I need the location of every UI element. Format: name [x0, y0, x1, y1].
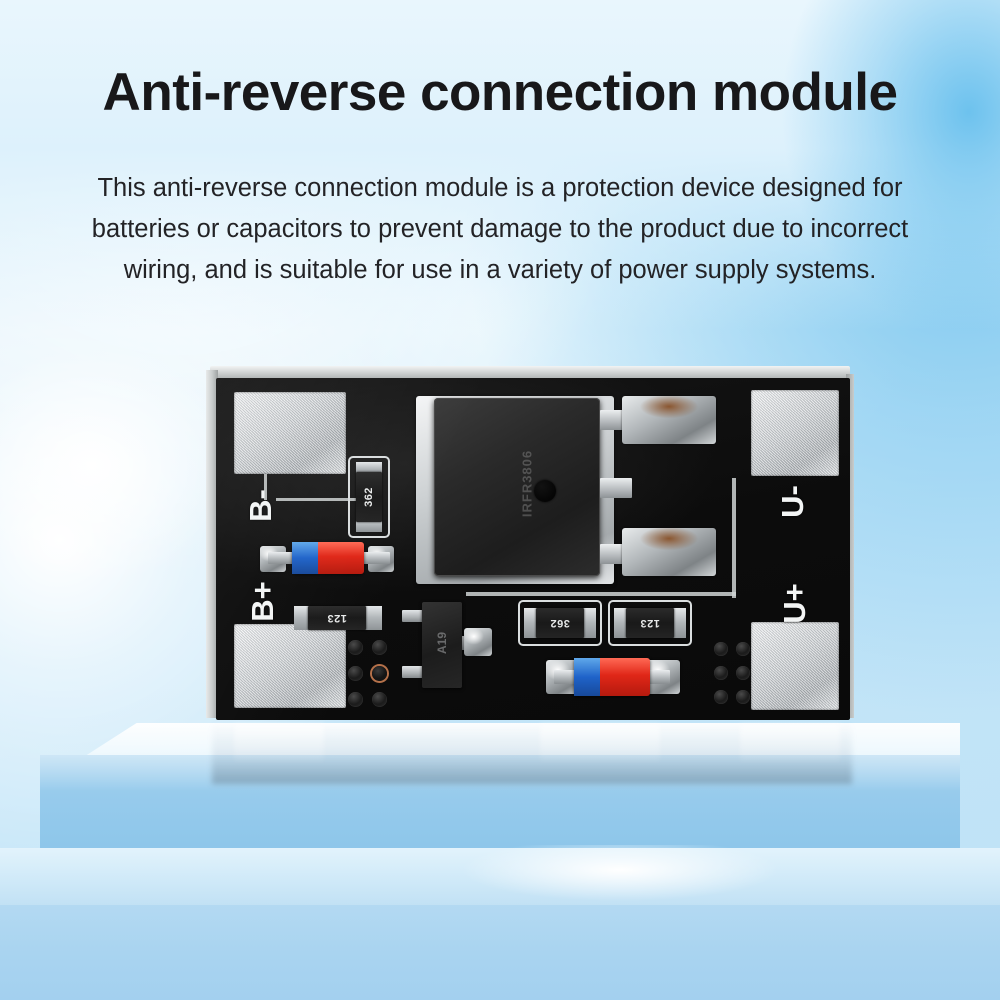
silk-label-battery-positive: B+	[244, 581, 280, 622]
resistor-r4-frame	[608, 600, 692, 646]
resistor-r4-marking: 123	[640, 617, 660, 629]
resistor-r1: 362	[356, 472, 382, 522]
resistor-r3-pad-left	[524, 608, 538, 638]
pad-output-negative	[751, 390, 839, 476]
resistor-r4: 123	[626, 608, 674, 638]
sot23-marking: A19	[435, 632, 449, 655]
diode-d2-lead-right	[644, 670, 670, 684]
via-right-1	[714, 642, 728, 656]
resistor-r4-pad-left	[614, 608, 628, 638]
resistor-r3-frame	[518, 600, 602, 646]
zener-diode-d1	[292, 542, 364, 574]
resistor-r2: 123	[308, 606, 366, 630]
pad-battery-negative	[234, 392, 346, 474]
board-surface: B- B+ U- U+ 362	[216, 378, 850, 720]
sot23-solder-right	[464, 628, 492, 656]
via-left-5	[348, 692, 363, 707]
diode-d1-cathode-band	[292, 542, 318, 574]
via-left-3	[348, 666, 363, 681]
sot23-transistor: A19	[422, 602, 462, 688]
trace-left-upper	[264, 474, 267, 500]
product-description: This anti-reverse connection module is a…	[42, 168, 958, 291]
to-252-mosfet: IRFR3806	[434, 398, 600, 576]
diode-d2-cathode-band	[574, 658, 600, 696]
description-line-1: This anti-reverse connection module is a…	[97, 174, 903, 202]
sot23-leg-bottom-left	[402, 666, 426, 678]
via-left-4-copper	[372, 666, 387, 681]
via-right-4	[736, 666, 750, 680]
via-left-1	[348, 640, 363, 655]
resistor-r1-marking: 362	[362, 487, 375, 507]
mosfet-marking: IRFR3806	[519, 449, 535, 518]
via-left-6	[372, 692, 387, 707]
via-right-6	[736, 690, 750, 704]
resistor-r1-frame	[348, 456, 390, 538]
resistor-r2-marking: 123	[327, 612, 347, 624]
description-line-2: batteries or capacitors to prevent damag…	[91, 215, 909, 243]
silk-label-battery-negative: B-	[242, 489, 278, 522]
via-right-3	[714, 666, 728, 680]
reflection-highlight-left	[234, 724, 324, 764]
mosfet-solder-joint-3	[622, 528, 716, 576]
via-right-5	[714, 690, 728, 704]
board-edge-right	[846, 374, 854, 718]
resistor-r4-pad-right	[672, 608, 686, 638]
pedestal-base	[0, 905, 1000, 1000]
board-edge-left	[206, 370, 218, 718]
trace-left-mid	[276, 498, 356, 501]
via-left-2	[372, 640, 387, 655]
resistor-r2-pad-left	[294, 606, 310, 630]
pedestal-front-face	[40, 755, 960, 850]
reflection-highlight-center	[540, 724, 660, 764]
board-edge-top	[210, 366, 850, 380]
pad-output-positive	[751, 622, 839, 710]
resistor-r2-pad-right	[364, 606, 382, 630]
background-right-accent	[740, 0, 1000, 430]
trace-bottom-bus	[466, 592, 736, 596]
anti-reverse-module-board: B- B+ U- U+ 362	[206, 366, 854, 724]
mosfet-mold-dimple	[534, 480, 556, 502]
mosfet-solder-joint-1	[622, 396, 716, 444]
diode-d1-lead-right	[362, 552, 390, 564]
mosfet-leg-2	[600, 478, 632, 498]
description-line-3: wiring, and is suitable for use in a var…	[123, 256, 877, 284]
resistor-r3: 362	[536, 608, 584, 638]
silk-label-output-negative: U-	[774, 485, 810, 518]
page-title: Anti-reverse connection module	[102, 63, 898, 122]
zener-diode-d2	[574, 658, 650, 696]
silk-label-output-positive: U+	[776, 583, 812, 624]
diode-d1-lead-left	[268, 552, 296, 564]
reflection-highlight-right	[740, 724, 840, 764]
pad-battery-positive	[234, 624, 346, 708]
pedestal-step-highlight	[420, 845, 820, 907]
resistor-r3-marking: 362	[550, 617, 570, 629]
sot23-leg-top-left	[402, 610, 426, 622]
trace-right-bus	[732, 478, 736, 598]
diode-d2-lead-left	[554, 670, 580, 684]
via-right-2	[736, 642, 750, 656]
resistor-r3-pad-right	[582, 608, 596, 638]
